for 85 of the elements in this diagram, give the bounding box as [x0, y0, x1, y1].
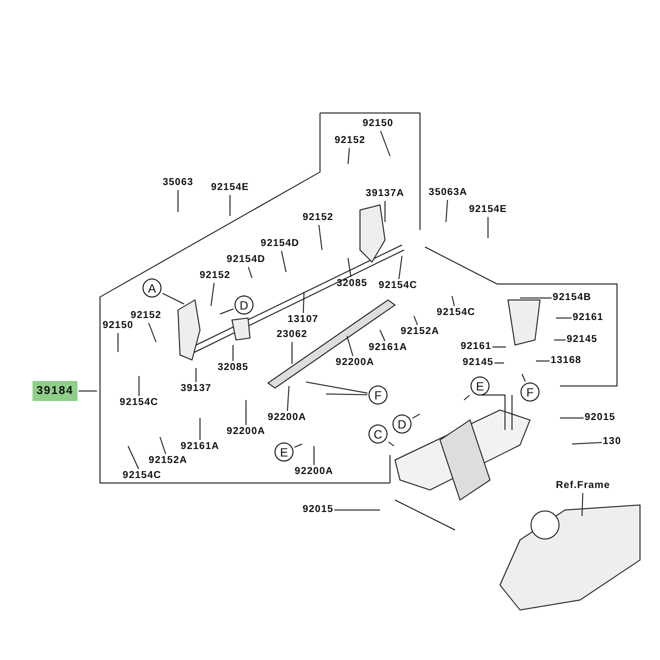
- reference-letter: D: [392, 414, 412, 434]
- leader-line: [492, 346, 506, 348]
- part-number: 92154C: [122, 470, 162, 482]
- part-number: 13107: [288, 314, 318, 326]
- leader-line: [464, 394, 470, 400]
- leader-line: [346, 336, 354, 356]
- part-number: 92161A: [368, 342, 408, 354]
- reference-label: Ref.Frame: [556, 480, 610, 492]
- part-number: 92154C: [436, 307, 476, 319]
- part-number: 92152: [302, 212, 334, 224]
- leader-line: [232, 344, 234, 362]
- part-number: 39137A: [366, 188, 404, 200]
- part-number: 92154B: [552, 292, 592, 304]
- leader-line: [78, 390, 98, 392]
- part-number: 92161A: [180, 441, 220, 453]
- part-number: 92152A: [148, 455, 188, 467]
- reference-letter: D: [234, 296, 254, 314]
- leader-line: [326, 394, 368, 396]
- leader-line: [294, 444, 302, 448]
- leader-line: [281, 250, 286, 272]
- part-number: 39184: [32, 381, 78, 401]
- leader-line: [210, 282, 215, 306]
- part-number: 92152: [200, 270, 230, 282]
- part-number: 92154D: [260, 238, 300, 250]
- leader-line: [148, 322, 156, 342]
- leader-line: [582, 492, 584, 516]
- leader-line: [248, 266, 252, 278]
- part-number: 92154C: [378, 280, 418, 292]
- leader-line: [162, 292, 184, 304]
- reference-letter: F: [368, 386, 388, 404]
- part-number: 35063A: [428, 187, 468, 199]
- part-number: 130: [602, 436, 622, 448]
- leader-line: [380, 330, 386, 342]
- reference-letter: A: [142, 278, 162, 298]
- leader-line: [380, 130, 390, 156]
- leader-line: [414, 316, 418, 326]
- part-number: 23062: [276, 329, 308, 341]
- part-number: 92200A: [226, 426, 266, 438]
- part-number: 92015: [302, 504, 334, 516]
- leader-line: [398, 256, 402, 280]
- part-number: 32085: [218, 362, 248, 374]
- leader-line: [220, 308, 234, 314]
- leader-line: [348, 148, 350, 164]
- part-number: 92150: [362, 118, 394, 130]
- part-number: 92154D: [226, 254, 266, 266]
- part-number: 92152: [130, 310, 162, 322]
- part-number: 92015: [584, 412, 616, 424]
- reference-letter: E: [470, 376, 490, 396]
- part-number: 92145: [462, 357, 494, 369]
- leader-line: [318, 224, 322, 250]
- leader-line: [452, 296, 455, 306]
- part-number: 92152: [334, 135, 366, 147]
- leader-line: [384, 200, 386, 222]
- leader-line: [446, 200, 448, 222]
- part-number: 92161: [460, 341, 492, 353]
- leader-line: [388, 441, 394, 446]
- leader-line: [348, 258, 352, 278]
- part-number: 92154E: [468, 204, 508, 216]
- part-number: 92154C: [120, 397, 158, 409]
- leader-line: [286, 386, 290, 412]
- part-number: 13168: [550, 355, 582, 367]
- leader-line: [306, 382, 368, 394]
- part-number: 92152A: [400, 326, 440, 338]
- reference-letter: C: [368, 424, 388, 444]
- leader-line: [572, 442, 602, 444]
- part-number: 92200A: [336, 357, 374, 369]
- reference-letter: F: [520, 382, 540, 402]
- part-number: 92200A: [268, 412, 306, 424]
- leader-line: [128, 446, 140, 470]
- leader-line: [522, 374, 526, 382]
- reference-letter: E: [274, 442, 294, 462]
- leader-line: [494, 362, 504, 364]
- part-number: 92150: [102, 320, 134, 332]
- leader-line: [138, 376, 140, 396]
- part-number: 92154E: [210, 182, 250, 194]
- leader-line: [302, 292, 304, 314]
- part-number: 35063: [162, 177, 194, 189]
- part-number: 92161: [572, 312, 604, 324]
- leader-line: [412, 414, 420, 419]
- leader-line: [160, 436, 166, 454]
- part-number: 92145: [566, 334, 598, 346]
- part-number: 92200A: [294, 466, 334, 478]
- part-number: 39137: [180, 383, 212, 395]
- part-number: 32085: [336, 278, 368, 290]
- leader-line: [536, 360, 550, 362]
